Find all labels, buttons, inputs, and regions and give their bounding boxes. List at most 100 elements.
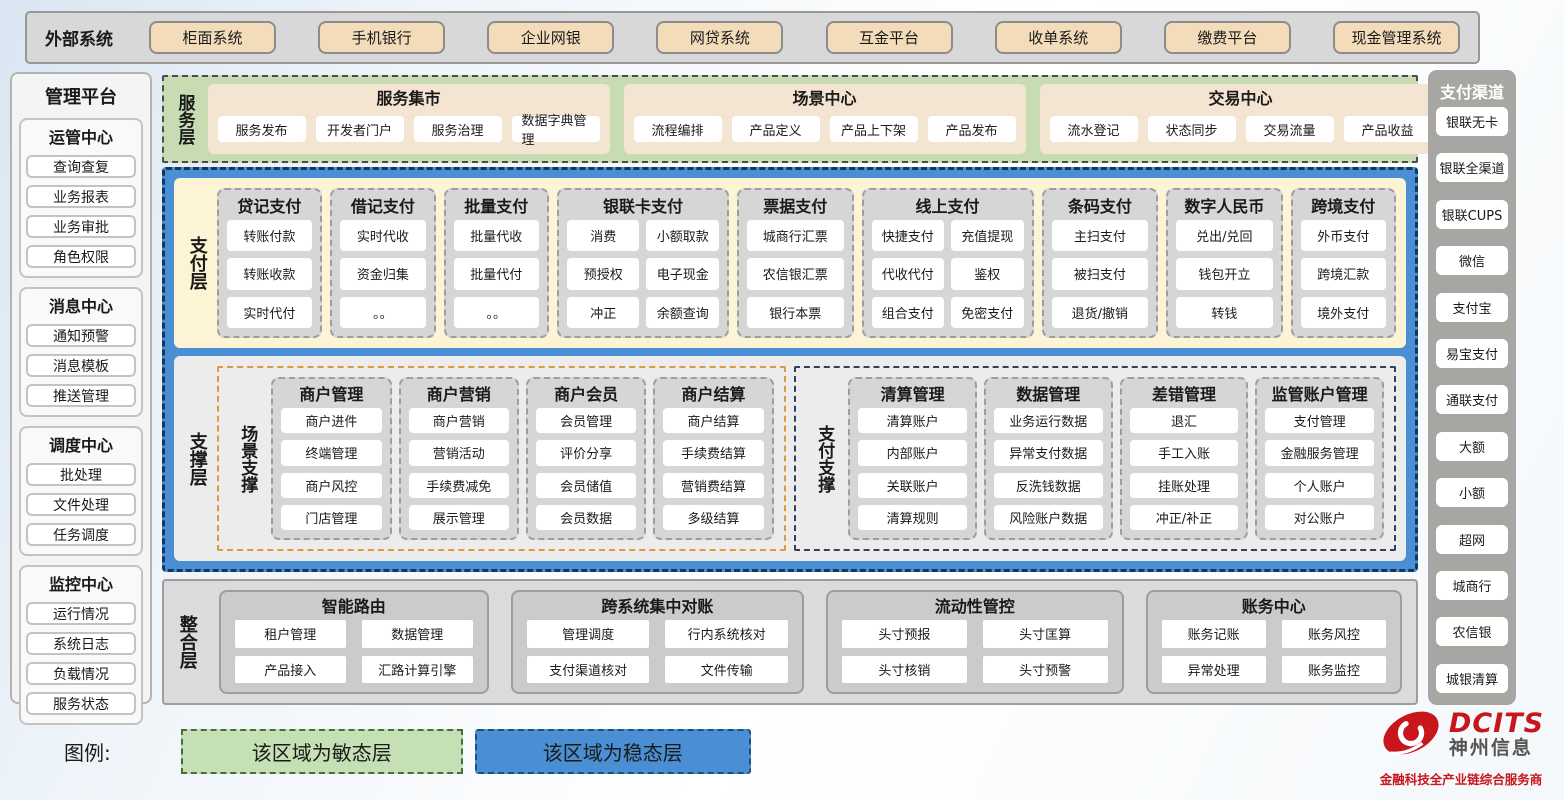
legend-agile-layer: 该区域为敏态层 xyxy=(180,729,463,774)
service-item-box: 交易流量 xyxy=(1245,116,1334,142)
payment-function-box: 实时代付 xyxy=(226,296,313,328)
support-function-box: 会员数据 xyxy=(535,504,637,530)
payment-category-online: 线上支付 快捷支付充值提现代收代付鉴权组合支付免密支付 xyxy=(861,188,1034,338)
integration-function-box: 文件传输 xyxy=(665,655,788,683)
external-system-box: 互金平台 xyxy=(825,21,953,54)
integration-function-box: 管理调度 xyxy=(526,620,650,648)
integration-function-box: 头寸预警 xyxy=(982,655,1108,683)
support-function-box: 业务运行数据 xyxy=(993,408,1103,434)
support-category-merchant-settlement: 商户结算 商户结算手续费结算营销费结算多级结算 xyxy=(653,377,774,540)
support-function-box: 商户结算 xyxy=(663,408,764,434)
service-item-box: 开发者门户 xyxy=(315,116,404,142)
integration-function-box: 汇路计算引擎 xyxy=(361,655,473,683)
dcits-swirl-icon xyxy=(1378,704,1444,766)
payment-function-box: 。。 xyxy=(453,296,539,328)
payment-category-barcode: 条码支付 主扫支付被扫支付退货/撤销 xyxy=(1041,188,1159,338)
integration-layer-label: 整合层 xyxy=(176,615,198,669)
external-systems-label: 外部系统 xyxy=(45,30,113,50)
service-item-box: 产品上下架 xyxy=(829,116,918,142)
support-function-box: 多级结算 xyxy=(663,504,764,530)
scene-support-box: 场景支撑 商户管理 商户进件终端管理商户风控门店管理 商户营销 商户营销营销活动… xyxy=(216,366,786,551)
external-system-box: 柜面系统 xyxy=(149,21,276,54)
payment-function-box: 免密支付 xyxy=(951,296,1024,328)
panel-title: 流动性管控 xyxy=(934,597,1015,616)
external-system-box: 收单系统 xyxy=(994,21,1122,54)
service-item-box: 产品定义 xyxy=(731,116,820,142)
support-function-box: 终端管理 xyxy=(281,440,382,466)
payment-category-title: 银联卡支付 xyxy=(602,197,683,216)
payment-function-box: 主扫支付 xyxy=(1051,220,1149,252)
payment-function-box: 冲正 xyxy=(566,296,640,328)
payment-function-box: 退货/撤销 xyxy=(1051,296,1149,328)
service-item-box: 服务发布 xyxy=(217,116,306,142)
support-function-box: 手续费结算 xyxy=(663,440,764,466)
support-function-box: 金融服务管理 xyxy=(1265,440,1375,466)
payment-function-box: 组合支付 xyxy=(871,296,945,328)
management-item-box: 服务状态 xyxy=(26,692,136,715)
payment-function-box: 资金归集 xyxy=(340,258,426,290)
panel-smart-routing: 智能路由 租户管理数据管理产品接入汇路计算引擎 xyxy=(218,590,489,694)
payment-category-title: 贷记支付 xyxy=(237,197,302,216)
payment-function-box: 鉴权 xyxy=(951,258,1024,290)
support-category-title: 商户管理 xyxy=(299,385,364,404)
support-function-box: 对公账户 xyxy=(1265,504,1375,530)
external-system-box: 企业网银 xyxy=(487,21,615,54)
payment-channel-box: 银联全渠道 xyxy=(1436,153,1508,183)
panel-service-market: 服务集市 服务发布开发者门户服务治理数据字典管理 xyxy=(207,84,610,154)
payment-function-box: 转账收款 xyxy=(226,258,313,290)
payment-function-box: 充值提现 xyxy=(951,220,1024,252)
support-function-box: 个人账户 xyxy=(1265,472,1375,498)
support-function-box: 清算账户 xyxy=(858,408,967,434)
payment-channel-box: 小额 xyxy=(1436,478,1508,508)
service-item-box: 产品发布 xyxy=(927,116,1016,142)
management-item-box: 任务调度 xyxy=(26,523,136,546)
payment-function-box: 转钱 xyxy=(1176,296,1273,328)
support-category-merchant-marketing: 商户营销 商户营销营销活动手续费减免展示管理 xyxy=(398,377,519,540)
management-item-box: 查询查复 xyxy=(26,155,136,178)
logo-brand-text: DCITS xyxy=(1448,708,1545,740)
payment-function-box: 代收代付 xyxy=(871,258,945,290)
support-function-box: 展示管理 xyxy=(408,504,509,530)
stable-layer-box: 支付层 贷记支付 转账付款转账收款实时代付 借记支付 实时代收资金归集。。 批量… xyxy=(162,167,1418,572)
payment-function-box: 批量代收 xyxy=(453,220,539,252)
support-category-error-mgmt: 差错管理 退汇手工入账挂账处理冲正/补正 xyxy=(1119,377,1249,540)
support-function-box: 手续费减免 xyxy=(408,472,509,498)
support-function-box: 会员储值 xyxy=(535,472,637,498)
payment-function-box: 跨境汇款 xyxy=(1300,258,1387,290)
payment-function-box: 银行本票 xyxy=(747,296,844,328)
panel-title: 交易中心 xyxy=(1208,89,1273,108)
payment-channel-box: 银联无卡 xyxy=(1436,107,1508,136)
panel-title: 智能路由 xyxy=(321,597,386,616)
payment-channel-box: 城银清算 xyxy=(1436,663,1508,693)
support-category-merchant-member: 商户会员 会员管理评价分享会员储值会员数据 xyxy=(525,377,647,540)
support-category-clearing-mgmt: 清算管理 清算账户内部账户关联账户清算规则 xyxy=(848,377,977,540)
service-item-box: 数据字典管理 xyxy=(511,114,600,148)
payment-category-bill: 票据支付 城商行汇票农信银汇票银行本票 xyxy=(737,188,854,338)
payment-channel-box: 大额 xyxy=(1436,431,1508,461)
panel-title: 场景中心 xyxy=(792,89,857,108)
support-layer-label: 支撑层 xyxy=(186,431,208,486)
dcits-logo: DCITS 神州信息 金融科技全产业链综合服务商 xyxy=(1363,704,1559,788)
payment-channel-box: 银联CUPS xyxy=(1436,199,1508,229)
group-monitoring-center: 监控中心 运行情况系统日志负载情况服务状态 xyxy=(19,565,143,725)
panel-cross-system-reconciliation: 跨系统集中对账 管理调度行内系统核对支付渠道核对文件传输 xyxy=(510,590,804,694)
payment-layer: 支付层 贷记支付 转账付款转账收款实时代付 借记支付 实时代收资金归集。。 批量… xyxy=(174,178,1406,348)
legend: 图例: 该区域为敏态层 该区域为稳态层 xyxy=(64,729,751,774)
external-systems-bar: 外部系统 柜面系统手机银行企业网银网贷系统互金平台收单系统缴费平台现金管理系统 xyxy=(25,11,1480,64)
payment-channel-box: 农信银 xyxy=(1436,617,1508,647)
integration-function-box: 账务风控 xyxy=(1281,620,1386,648)
service-layer: 服务层 服务集市 服务发布开发者门户服务治理数据字典管理 场景中心 流程编排产品… xyxy=(162,75,1442,163)
payment-support-label: 支付支撑 xyxy=(814,424,835,493)
payment-channels-title: 支付渠道 xyxy=(1439,83,1504,102)
scene-support-label: 场景支撑 xyxy=(237,424,258,493)
support-layer: 支撑层 场景支撑 商户管理 商户进件终端管理商户风控门店管理 商户营销 商户营销… xyxy=(174,356,1406,561)
payment-category-title: 票据支付 xyxy=(763,197,828,216)
group-title: 消息中心 xyxy=(48,297,113,316)
group-scheduling-center: 调度中心 批处理文件处理任务调度 xyxy=(19,426,143,556)
support-function-box: 退汇 xyxy=(1129,408,1239,434)
payment-function-box: 农信银汇票 xyxy=(747,258,844,290)
management-item-box: 业务审批 xyxy=(26,215,136,238)
panel-liquidity-control: 流动性管控 头寸预报头寸匡算头寸核销头寸预警 xyxy=(825,590,1124,694)
payment-category-cross-border: 跨境支付 外币支付跨境汇款境外支付 xyxy=(1290,188,1397,338)
support-category-title: 清算管理 xyxy=(880,385,945,404)
